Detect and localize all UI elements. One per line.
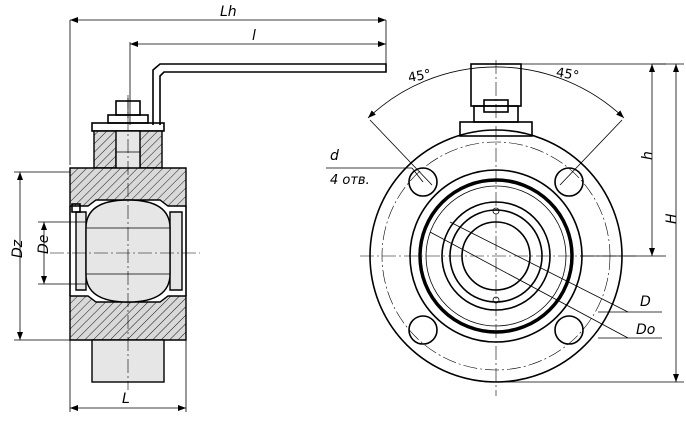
label-Do: Do [636,322,655,338]
label-angle-left: 45° [407,67,432,86]
label-holes: 4 отв. [330,173,370,188]
label-H: H [664,213,680,224]
front-view [326,60,684,396]
label-D: D [640,294,651,310]
label-angle-right: 45° [555,65,580,84]
label-d: d [330,148,339,164]
label-Lh: Lh [220,4,237,20]
label-l: l [252,28,256,44]
side-section-view [14,17,387,412]
label-L: L [122,391,130,407]
label-Dz: Dz [10,239,26,258]
label-De: De [36,235,52,254]
label-h: h [640,151,656,160]
